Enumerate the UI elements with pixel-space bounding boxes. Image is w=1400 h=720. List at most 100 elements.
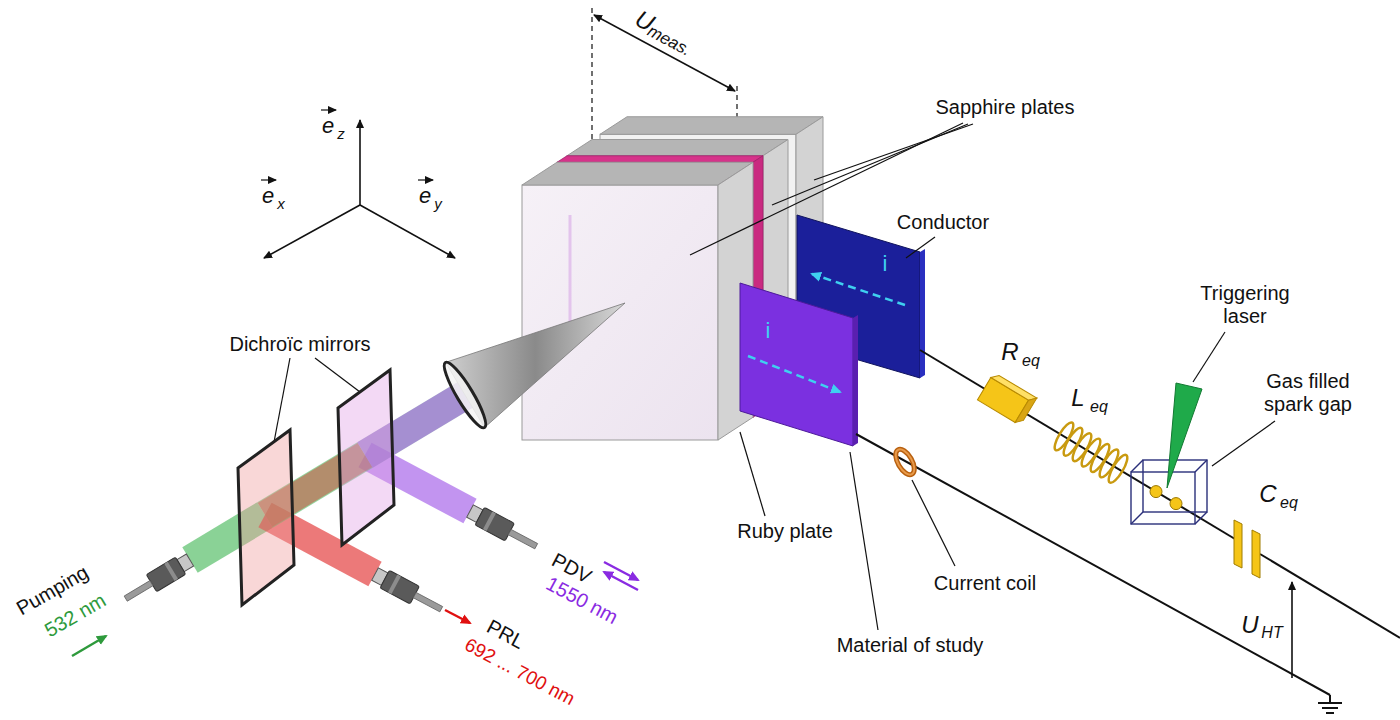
- callout-label: Dichroïc mirrors: [229, 333, 370, 356]
- fiber-connector: [465, 502, 541, 555]
- axes: [261, 110, 455, 258]
- material-plate: [853, 315, 858, 446]
- voltage-subscript: HT: [1261, 624, 1282, 642]
- callout-label: Sapphire plates: [936, 96, 1075, 119]
- capacitor-symbol: [1234, 520, 1260, 578]
- leader-line: [912, 480, 955, 566]
- sapphire-plate: [600, 117, 823, 135]
- callout-label: Gas filled spark gap: [1253, 370, 1363, 416]
- component-subscript: eq: [1090, 398, 1108, 416]
- circuit-wire: [856, 350, 1400, 713]
- conductor-plate: [812, 274, 905, 305]
- current-label: i: [766, 318, 771, 343]
- spark-gap: [1131, 460, 1143, 472]
- leader-line: [1193, 332, 1225, 382]
- resistor-symbol: [1015, 395, 1037, 426]
- current-coil: [892, 446, 918, 477]
- leader-line: [274, 358, 290, 442]
- dichroic-mirror: [238, 430, 294, 605]
- laser-beam: [190, 395, 470, 574]
- axis-subscript: x: [277, 195, 285, 212]
- spark-gap: [1131, 512, 1143, 524]
- material-plate: [740, 283, 858, 446]
- fiber-connector: [121, 551, 196, 607]
- circuit-wire: [1329, 695, 1331, 703]
- leader-line: [274, 123, 1275, 630]
- spark-gap: [1143, 460, 1207, 512]
- inductor-symbol: [1051, 420, 1130, 485]
- axis-symbol: e: [419, 183, 431, 208]
- sapphire-plate: [522, 162, 753, 185]
- circuit-wire: [1322, 707, 1338, 709]
- sapphire-plate: [567, 140, 788, 156]
- leader-line: [740, 432, 765, 516]
- leader-line: [1212, 421, 1275, 466]
- inductor-symbol: [1105, 453, 1130, 486]
- leader-line: [906, 237, 935, 258]
- fiber-connector: [370, 565, 446, 618]
- axes: [261, 179, 276, 180]
- circuit-wire: [1318, 702, 1342, 704]
- circuit-wire: [856, 434, 1330, 695]
- circuit-wire: [1326, 712, 1334, 714]
- resistor-symbol: [977, 372, 1036, 425]
- focusing-lens: [439, 358, 492, 431]
- current-coil: [892, 446, 918, 477]
- spark-gap: [1131, 472, 1195, 524]
- component-symbol: R: [1001, 338, 1018, 366]
- resistor-symbol: [991, 372, 1037, 403]
- callout-label: Triggering laser: [1185, 282, 1305, 328]
- signal-arrow: [604, 572, 638, 590]
- signal-arrow: [72, 562, 638, 656]
- axes: [418, 179, 433, 180]
- component-symbol: C: [1259, 480, 1276, 508]
- leader-line: [850, 452, 878, 630]
- dichroic-mirror: [238, 370, 394, 605]
- axes: [359, 120, 361, 205]
- signal-arrow: [445, 610, 470, 623]
- current-label: i: [883, 251, 888, 276]
- ruby-plate: [557, 156, 763, 163]
- component-subscript: eq: [1280, 494, 1298, 512]
- axis-symbol: e: [322, 113, 334, 138]
- spark-gap: [1167, 383, 1202, 488]
- capacitor-symbol: [1252, 530, 1260, 578]
- material-plate: [748, 356, 840, 392]
- callout-label: Material of study: [837, 634, 984, 657]
- capacitor-symbol: [1234, 520, 1242, 568]
- axes: [321, 109, 336, 110]
- callout-label: Ruby plate: [737, 520, 833, 543]
- axis-symbol: e: [262, 183, 274, 208]
- fiber-connector: [121, 502, 541, 618]
- callout-label: Current coil: [934, 572, 1036, 595]
- dimension-line: [594, 15, 735, 91]
- voltage-symbol: U: [1241, 611, 1258, 639]
- leader-line: [814, 124, 973, 180]
- spark-gap: [1150, 486, 1162, 498]
- signal-arrow: [72, 636, 106, 656]
- dichroic-mirror: [338, 370, 394, 545]
- axis-subscript: y: [434, 195, 442, 212]
- spark-gap: [1195, 512, 1207, 524]
- conductor-plate: [920, 249, 925, 378]
- sapphire-plate: [569, 215, 572, 330]
- axes: [360, 205, 455, 258]
- leader-line: [315, 358, 360, 392]
- current-coil: [892, 446, 918, 477]
- spark-gap: [1195, 460, 1207, 472]
- circuit-wire: [1291, 582, 1293, 678]
- signal-arrow: [604, 562, 638, 580]
- material-plate: [740, 283, 853, 446]
- sapphire-plate: [522, 162, 753, 440]
- axes: [264, 205, 360, 258]
- component-subscript: eq: [1022, 352, 1040, 370]
- focusing-lens: [439, 303, 625, 432]
- callout-label: Conductor: [897, 211, 989, 234]
- spark-gap: [1131, 383, 1207, 524]
- circuit-wire: [920, 350, 1240, 542]
- spark-gap: [1170, 498, 1182, 510]
- axis-subscript: z: [337, 125, 345, 142]
- component-symbol: L: [1071, 384, 1084, 412]
